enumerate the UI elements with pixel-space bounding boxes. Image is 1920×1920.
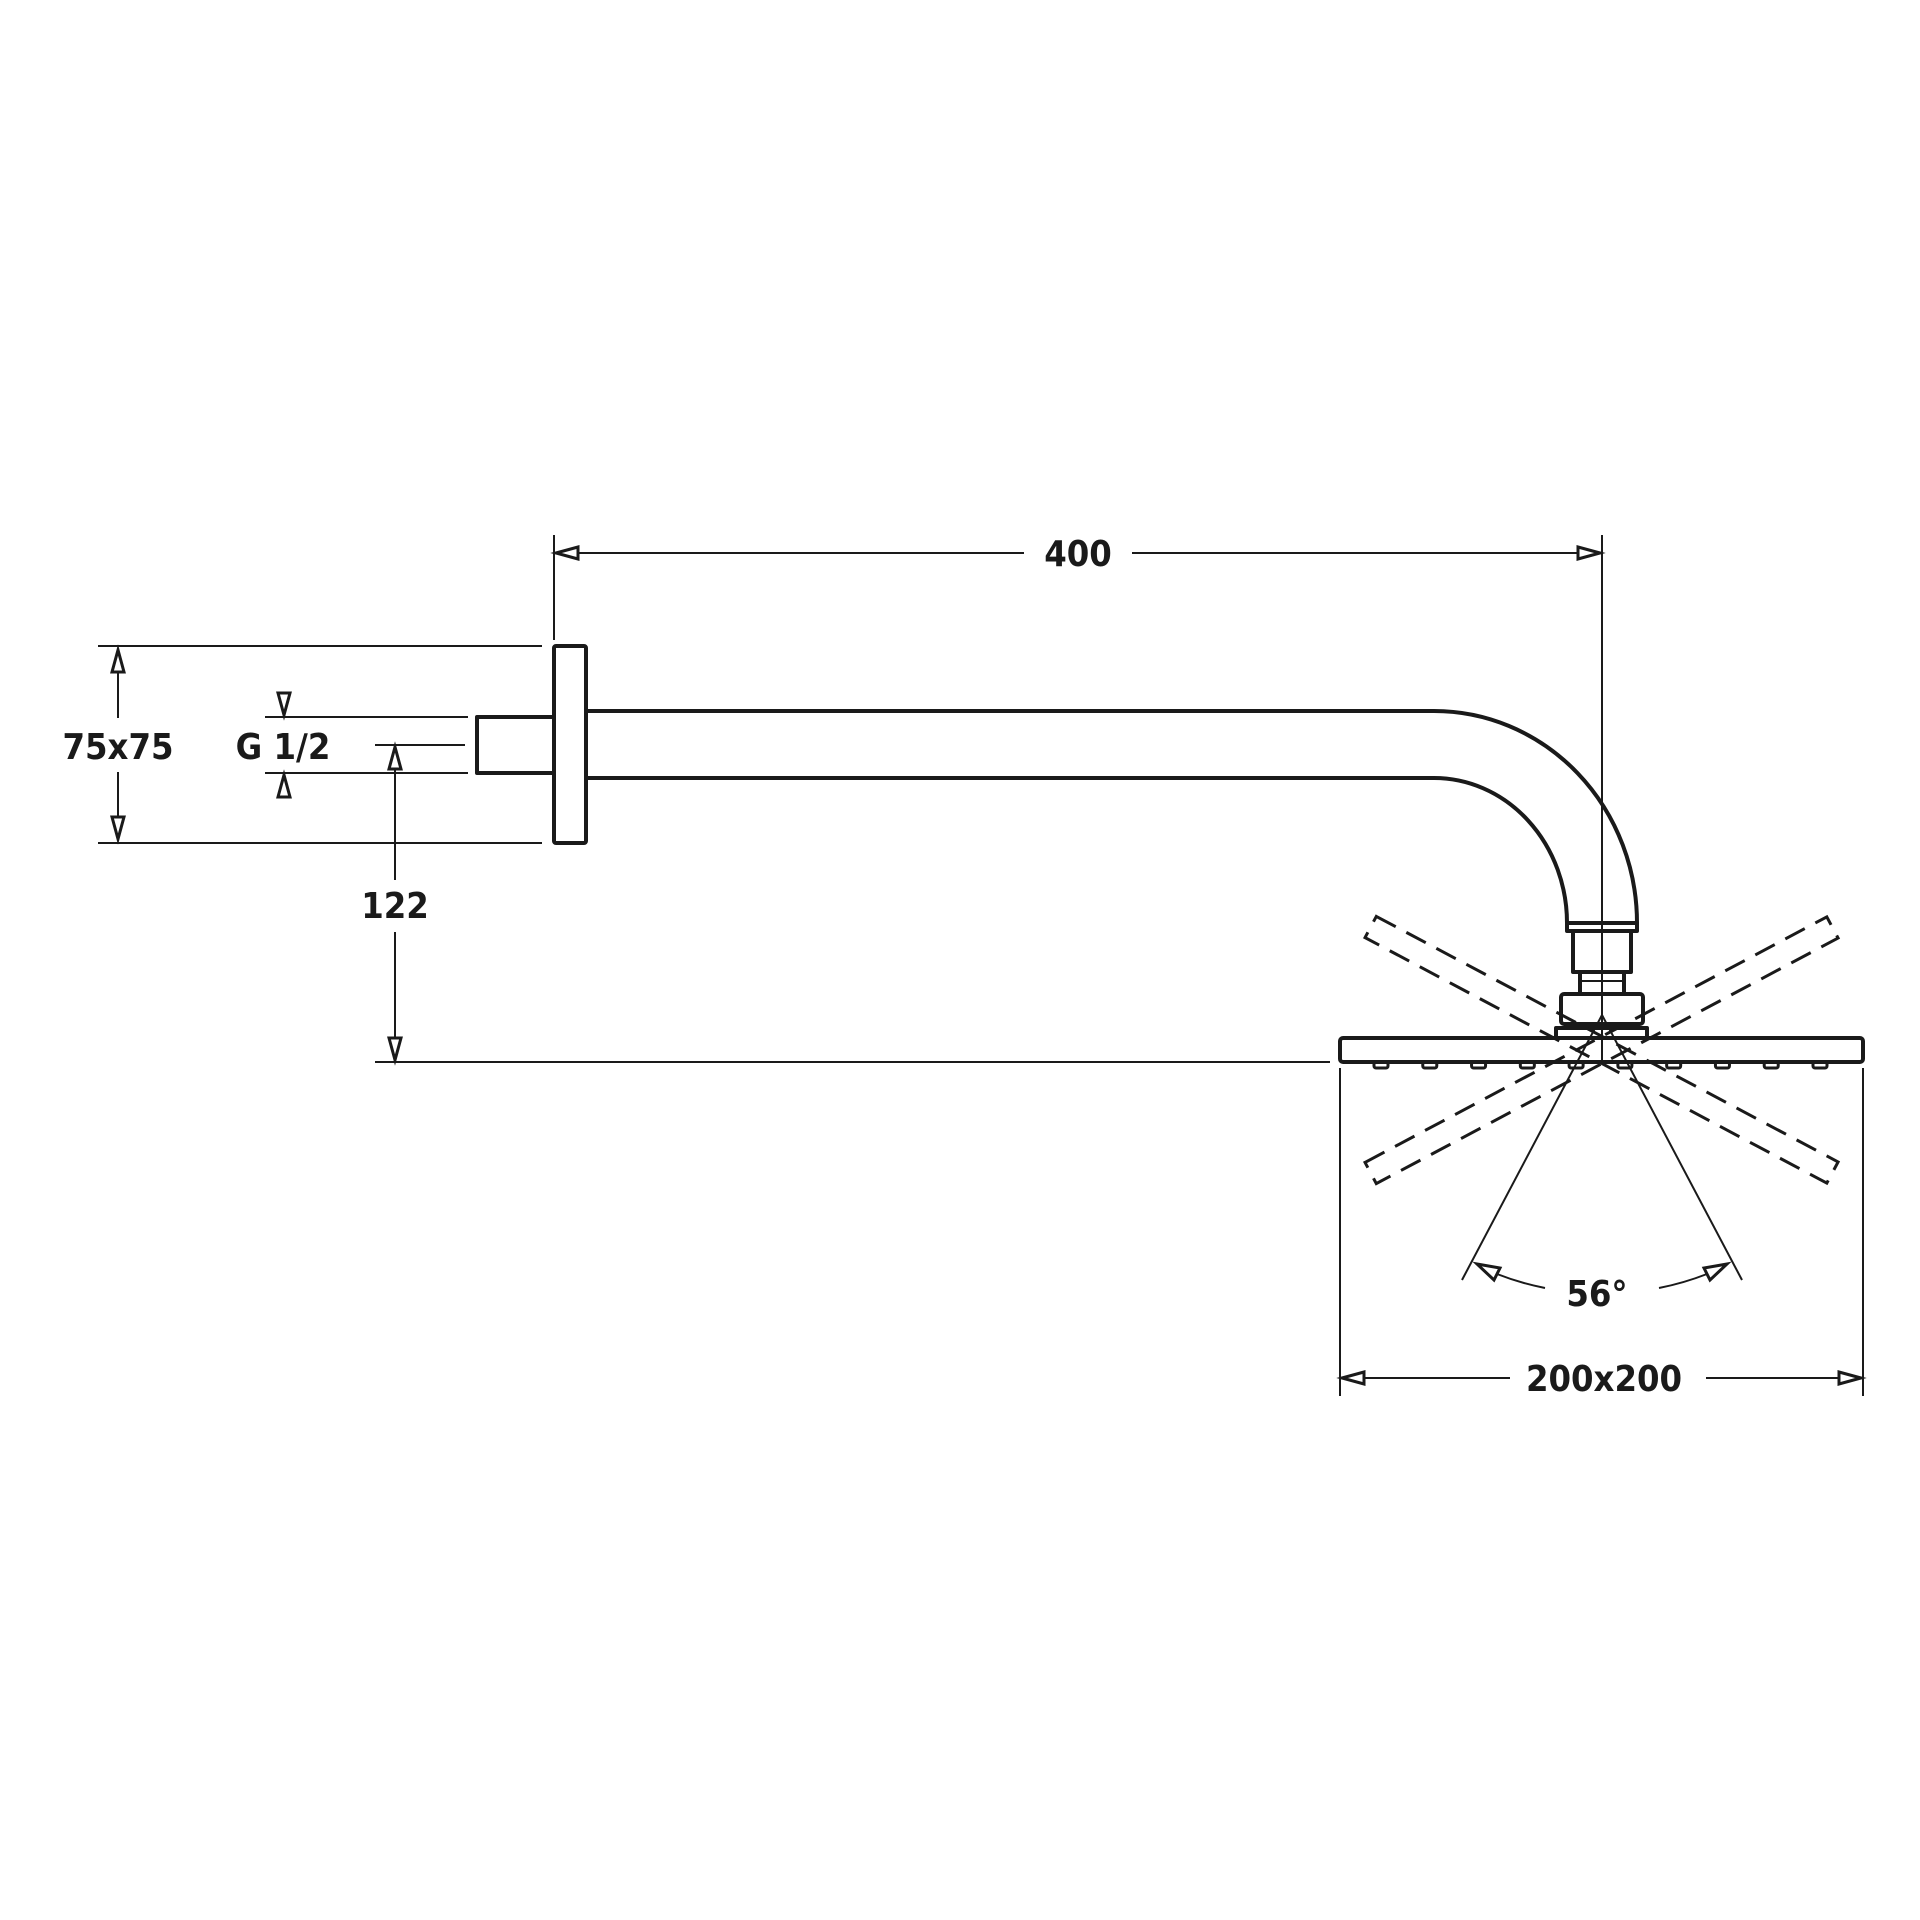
arm-inner-edge <box>586 776 1569 924</box>
arrowhead-right <box>1701 1261 1732 1283</box>
dimension-thread: G 1/2 <box>236 691 468 799</box>
arrowhead-up <box>387 741 403 771</box>
dimension-flange: 75x75 <box>62 644 542 845</box>
dimension-label-56deg: 56° <box>1566 1274 1627 1315</box>
nozzle <box>1665 1060 1683 1070</box>
dimension-label-200x200: 200x200 <box>1526 1359 1682 1400</box>
wall-flange <box>552 644 588 845</box>
nozzle <box>1713 1060 1731 1070</box>
dimension-label-122: 122 <box>361 886 429 927</box>
nozzle <box>1421 1060 1439 1070</box>
arrowhead-down <box>387 1036 403 1066</box>
nozzle <box>1372 1060 1390 1070</box>
arrowhead-left <box>1336 1370 1366 1386</box>
nozzle <box>1518 1060 1536 1070</box>
arrowhead-left <box>550 545 580 561</box>
dimension-arm-length: 400 <box>550 534 1606 1060</box>
dimension-label-400: 400 <box>1044 534 1112 575</box>
nozzle <box>1762 1060 1780 1070</box>
arrowhead-down <box>276 691 292 721</box>
spray-line-left <box>1461 1014 1603 1281</box>
dimension-head-size: 200x200 <box>1336 1068 1867 1400</box>
arrowhead-up <box>276 769 292 799</box>
nozzle <box>1616 1060 1634 1070</box>
dimension-label-75x75: 75x75 <box>62 727 173 768</box>
swivel-nut <box>1559 992 1645 1026</box>
arrowhead-left <box>1472 1261 1503 1283</box>
dimension-label-g12: G 1/2 <box>236 727 331 768</box>
arrowhead-right <box>1576 545 1606 561</box>
arrowhead-up <box>110 644 126 674</box>
dimension-drop: 122 <box>361 741 1330 1066</box>
arrowhead-down <box>110 815 126 845</box>
shower-head <box>1338 1036 1865 1070</box>
nozzle <box>1470 1060 1488 1070</box>
spray-line-right <box>1601 1014 1743 1281</box>
dimension-spray-angle: 56° <box>1461 1014 1743 1315</box>
shower-arm <box>475 644 1639 924</box>
shower-head-plate <box>1338 1036 1865 1064</box>
arm-outer-edge <box>586 709 1639 924</box>
threaded-stub <box>475 715 554 775</box>
arrowhead-right <box>1837 1370 1867 1386</box>
nozzle-row <box>1372 1060 1829 1070</box>
nozzle <box>1811 1060 1829 1070</box>
